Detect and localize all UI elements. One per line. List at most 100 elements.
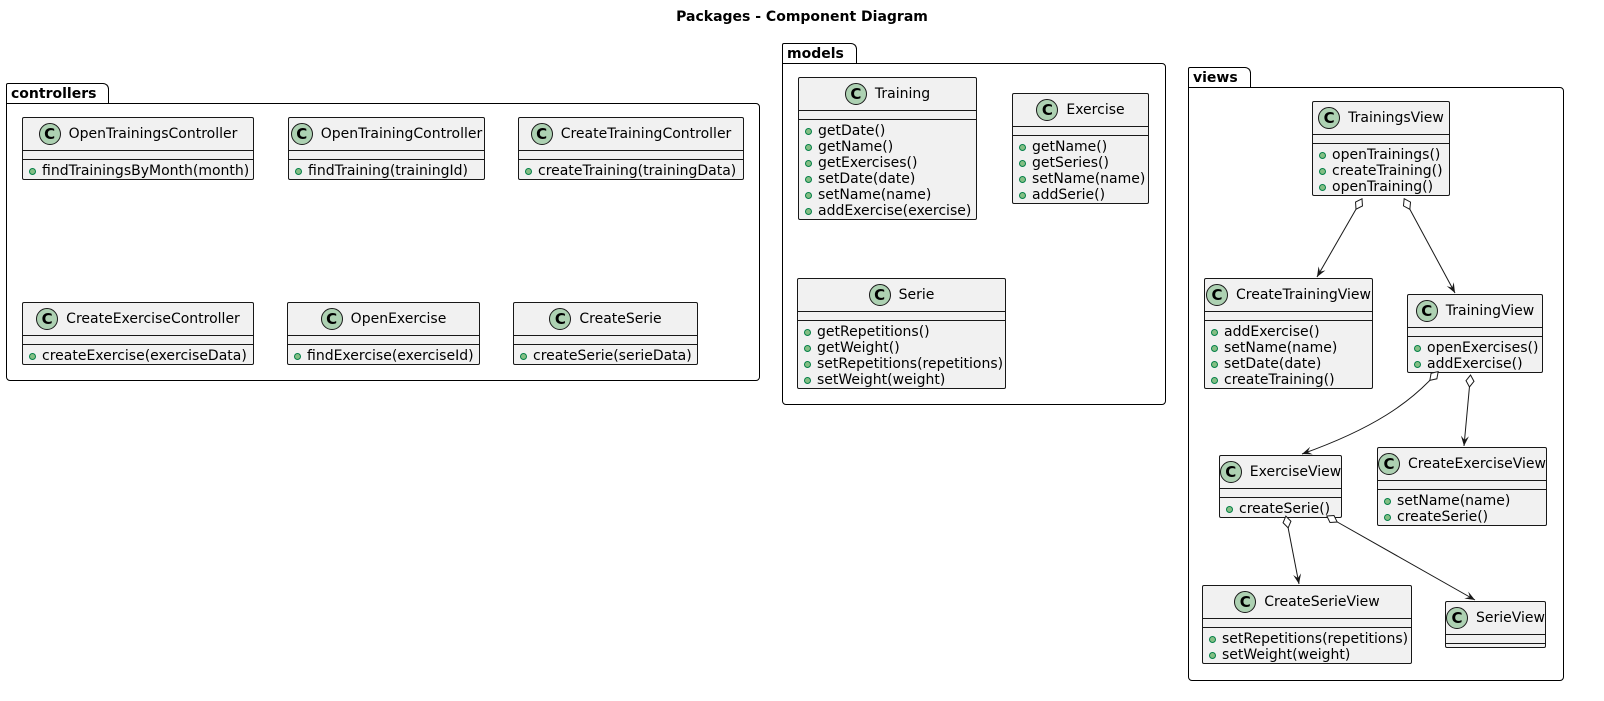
method-item: setWeight(weight) bbox=[1203, 647, 1411, 663]
public-visibility-icon bbox=[29, 167, 36, 175]
method-item: setRepetitions(repetitions) bbox=[798, 356, 1005, 372]
method-item: createTraining(trainingData) bbox=[519, 163, 743, 179]
method-name: createSerie() bbox=[1239, 501, 1331, 517]
method-item: addExercise() bbox=[1408, 356, 1542, 372]
method-name: getRepetitions() bbox=[817, 324, 930, 340]
class-trainings-view: C TrainingsView openTrainings()createTrain… bbox=[1312, 101, 1450, 196]
method-item: createSerie() bbox=[1220, 501, 1341, 517]
class-attributes-compartment bbox=[1313, 134, 1449, 143]
class-methods-compartment: openTrainings()createTraining()openTrain… bbox=[1313, 143, 1449, 199]
class-methods-compartment: createTraining(trainingData) bbox=[519, 159, 743, 183]
class-methods-compartment: setName(name)createSerie() bbox=[1378, 489, 1546, 529]
method-name: addExercise(exercise) bbox=[818, 203, 972, 219]
public-visibility-icon bbox=[805, 191, 812, 199]
class-stereotype-icon: C bbox=[1036, 99, 1059, 121]
method-item: addExercise(exercise) bbox=[799, 203, 976, 219]
method-name: getWeight() bbox=[817, 340, 900, 356]
method-item: setName(name) bbox=[799, 187, 976, 203]
class-name: OpenTrainingController bbox=[320, 126, 483, 142]
method-item: createTraining() bbox=[1313, 163, 1449, 179]
class-name: SerieView bbox=[1476, 610, 1545, 626]
method-name: createTraining(trainingData) bbox=[538, 163, 737, 179]
method-name: openTrainings() bbox=[1332, 147, 1441, 163]
class-stereotype-icon: C bbox=[1234, 591, 1257, 613]
public-visibility-icon bbox=[1414, 344, 1421, 352]
method-name: findExercise(exerciseId) bbox=[307, 348, 474, 364]
public-visibility-icon bbox=[1211, 360, 1218, 368]
public-visibility-icon bbox=[804, 376, 811, 384]
class-methods-compartment: findTrainingsByMonth(month) bbox=[23, 159, 253, 183]
method-name: addExercise() bbox=[1427, 356, 1523, 372]
public-visibility-icon bbox=[520, 352, 527, 360]
method-name: getDate() bbox=[818, 123, 886, 139]
class-stereotype-icon: C bbox=[1415, 300, 1438, 322]
method-item: setName(name) bbox=[1378, 493, 1546, 509]
class-methods-compartment: findExercise(exerciseId) bbox=[288, 344, 479, 368]
method-item: getSeries() bbox=[1013, 155, 1148, 171]
method-item: createSerie(serieData) bbox=[514, 348, 697, 364]
class-methods-compartment bbox=[1446, 643, 1545, 644]
method-name: findTrainingsByMonth(month) bbox=[42, 163, 250, 179]
public-visibility-icon bbox=[1384, 513, 1391, 521]
method-item: getName() bbox=[1013, 139, 1148, 155]
public-visibility-icon bbox=[294, 352, 301, 360]
method-item: createTraining() bbox=[1205, 372, 1372, 388]
class-stereotype-icon: C bbox=[868, 284, 891, 306]
method-item: createExercise(exerciseData) bbox=[23, 348, 253, 364]
class-stereotype-icon: C bbox=[1318, 107, 1341, 129]
class-stereotype-icon: C bbox=[290, 123, 313, 145]
class-name: CreateSerie bbox=[579, 311, 662, 327]
public-visibility-icon bbox=[804, 328, 811, 336]
method-item: getExercises() bbox=[799, 155, 976, 171]
method-item: openTrainings() bbox=[1313, 147, 1449, 163]
method-name: getName() bbox=[818, 139, 894, 155]
method-name: setWeight(weight) bbox=[1222, 647, 1351, 663]
public-visibility-icon bbox=[805, 207, 812, 215]
method-item: addExercise() bbox=[1205, 324, 1372, 340]
method-name: setName(name) bbox=[1032, 171, 1146, 187]
class-attributes-compartment bbox=[1205, 311, 1372, 320]
method-item: setRepetitions(repetitions) bbox=[1203, 631, 1411, 647]
class-name: CreateTrainingView bbox=[1236, 287, 1371, 303]
public-visibility-icon bbox=[295, 167, 302, 175]
method-item: setName(name) bbox=[1205, 340, 1372, 356]
class-stereotype-icon: C bbox=[844, 83, 867, 105]
method-item: openTraining() bbox=[1313, 179, 1449, 195]
class-create-training-controller: C CreateTrainingController createTraining(… bbox=[518, 117, 744, 180]
method-name: setRepetitions(repetitions) bbox=[1222, 631, 1409, 647]
public-visibility-icon bbox=[1384, 497, 1391, 505]
package-models-label: models bbox=[782, 43, 857, 63]
public-visibility-icon bbox=[804, 360, 811, 368]
method-name: addExercise() bbox=[1224, 324, 1320, 340]
class-name: OpenExercise bbox=[350, 311, 447, 327]
class-name: CreateExerciseController bbox=[66, 311, 240, 327]
method-item: getWeight() bbox=[798, 340, 1005, 356]
method-name: setRepetitions(repetitions) bbox=[817, 356, 1004, 372]
class-create-serie-view: C CreateSerieView setRepetitions(repetitio… bbox=[1202, 585, 1412, 664]
class-attributes-compartment bbox=[519, 150, 743, 159]
class-attributes-compartment bbox=[1220, 488, 1341, 497]
class-name: TrainingsView bbox=[1348, 110, 1444, 126]
public-visibility-icon bbox=[1319, 183, 1326, 191]
class-attributes-compartment bbox=[23, 150, 253, 159]
class-stereotype-icon: C bbox=[1446, 607, 1469, 629]
class-stereotype-icon: C bbox=[530, 123, 553, 145]
class-name: CreateTrainingController bbox=[560, 126, 732, 142]
method-name: setDate(date) bbox=[1224, 356, 1322, 372]
class-methods-compartment: createSerie() bbox=[1220, 497, 1341, 521]
class-name: CreateExerciseView bbox=[1408, 456, 1546, 472]
public-visibility-icon bbox=[805, 143, 812, 151]
public-visibility-icon bbox=[1211, 328, 1218, 336]
class-name: CreateSerieView bbox=[1264, 594, 1380, 610]
